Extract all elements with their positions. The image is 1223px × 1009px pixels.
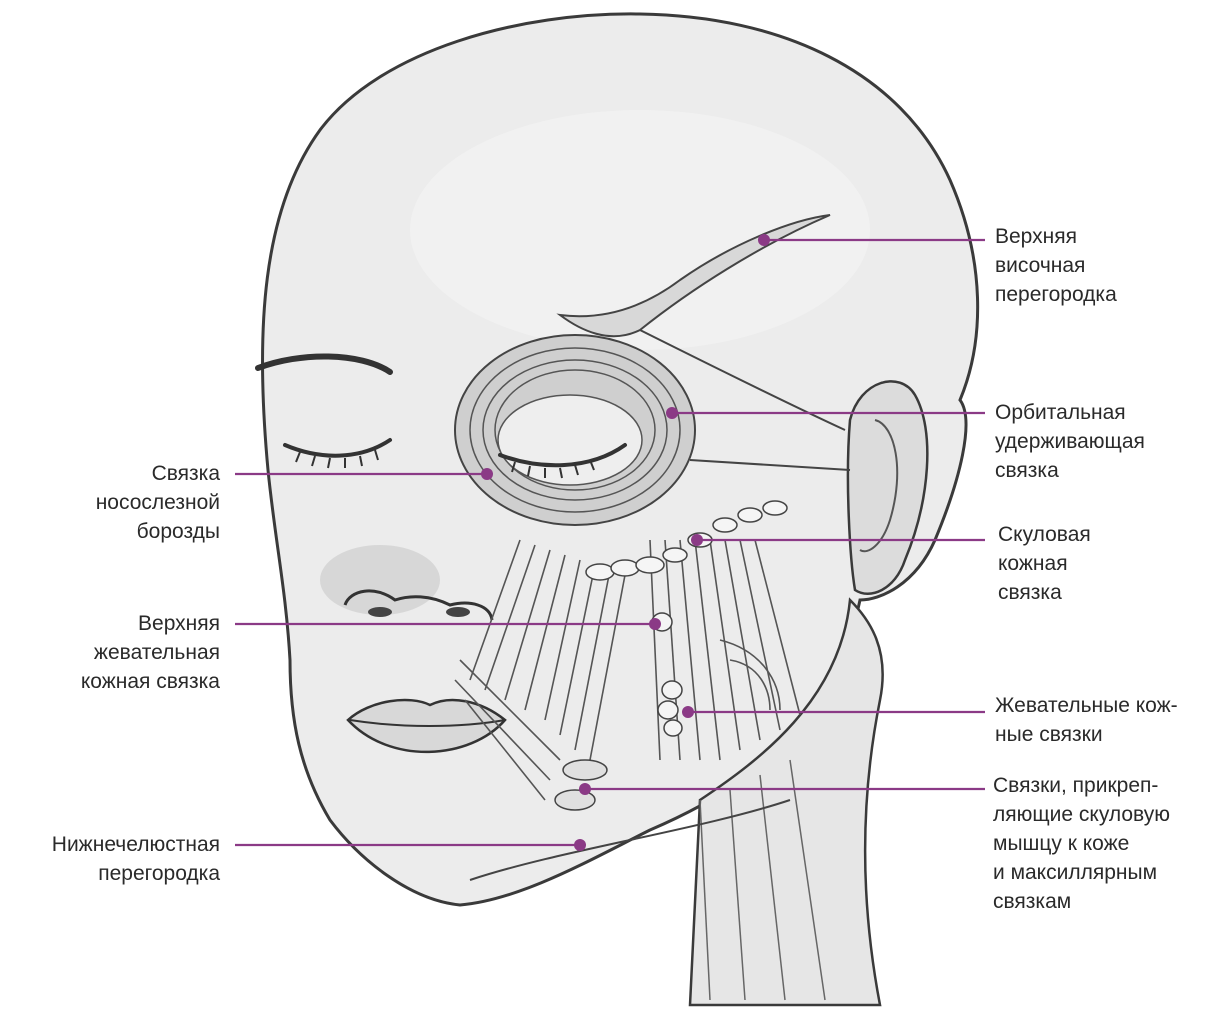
label-line: Связки, прикреп- bbox=[993, 771, 1170, 800]
label-orbital-retaining-ligament: Орбитальная удерживающая связка bbox=[995, 398, 1145, 485]
label-line: носослезной bbox=[96, 488, 220, 517]
label-line: кожная связка bbox=[81, 667, 220, 696]
label-mandibular-septum: Нижнечелюстная перегородка bbox=[52, 830, 220, 888]
label-zygomatic-cutaneous-ligament: Скуловая кожная связка bbox=[998, 520, 1091, 607]
label-line: и максиллярным bbox=[993, 858, 1170, 887]
label-zygomatic-muscle-ligaments: Связки, прикреп- ляющие скуловую мышцу к… bbox=[993, 771, 1170, 916]
label-line: кожная bbox=[998, 549, 1091, 578]
label-line: перегородка bbox=[52, 859, 220, 888]
label-line: Жевательные кож- bbox=[995, 691, 1178, 720]
label-line: Верхняя bbox=[81, 609, 220, 638]
label-superior-masseteric-ligament: Верхняя жевательная кожная связка bbox=[81, 609, 220, 696]
label-line: ляющие скуловую bbox=[993, 800, 1170, 829]
label-superior-temporal-septum: Верхняя височная перегородка bbox=[995, 222, 1117, 309]
label-line: жевательная bbox=[81, 638, 220, 667]
dot-sup-masseteric bbox=[649, 618, 661, 630]
label-line: ные связки bbox=[995, 720, 1178, 749]
label-line: мышцу к коже bbox=[993, 829, 1170, 858]
label-masseteric-cutaneous-ligaments: Жевательные кож- ные связки bbox=[995, 691, 1178, 749]
label-line: перегородка bbox=[995, 280, 1117, 309]
label-line: Связка bbox=[96, 459, 220, 488]
label-line: Орбитальная bbox=[995, 398, 1145, 427]
dot-masseteric bbox=[682, 706, 694, 718]
dot-sup-temporal bbox=[758, 234, 770, 246]
label-line: удерживающая bbox=[995, 427, 1145, 456]
left-cheek-shade bbox=[320, 545, 440, 615]
label-tear-trough-ligament: Связка носослезной борозды bbox=[96, 459, 220, 546]
label-line: Нижнечелюстная bbox=[52, 830, 220, 859]
label-line: связка bbox=[995, 456, 1145, 485]
label-line: Скуловая bbox=[998, 520, 1091, 549]
dot-zyg-muscle bbox=[579, 783, 591, 795]
label-line: борозды bbox=[96, 517, 220, 546]
dot-tear-trough bbox=[481, 468, 493, 480]
label-line: Верхняя bbox=[995, 222, 1117, 251]
label-line: височная bbox=[995, 251, 1117, 280]
dot-mandibular bbox=[574, 839, 586, 851]
label-line: связкам bbox=[993, 887, 1170, 916]
dot-orbital bbox=[666, 407, 678, 419]
dot-zygomatic bbox=[691, 534, 703, 546]
label-line: связка bbox=[998, 578, 1091, 607]
